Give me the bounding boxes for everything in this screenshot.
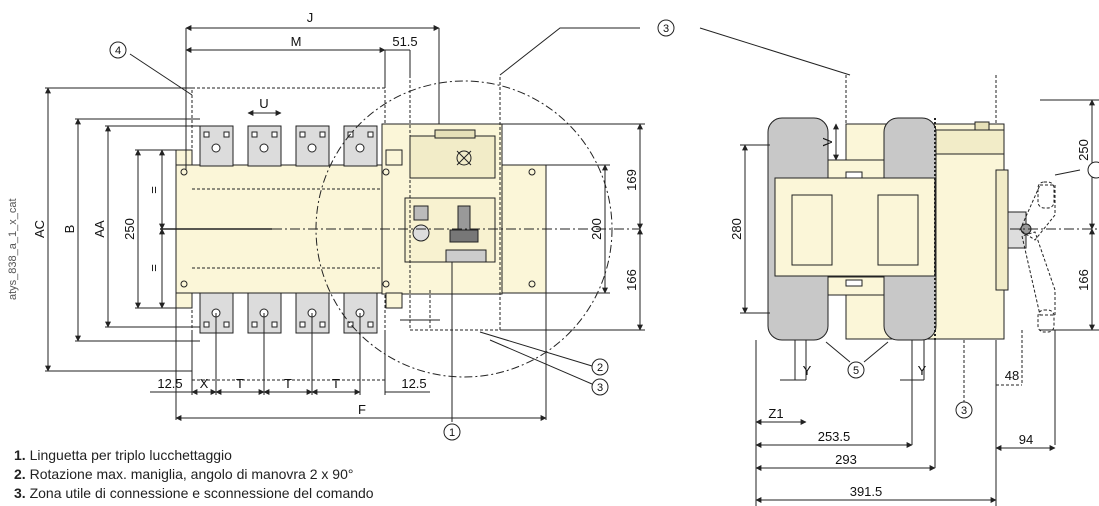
callout-4 bbox=[109, 41, 127, 59]
callout-2-label: 2 bbox=[597, 362, 603, 374]
callout-1-label: 1 bbox=[449, 427, 455, 439]
dim-250-front: 250 bbox=[122, 218, 137, 240]
dim-equal-top: = bbox=[146, 186, 161, 194]
dim-F: F bbox=[358, 402, 366, 417]
callout-3-front bbox=[591, 378, 609, 396]
front-housing-outline bbox=[191, 87, 386, 381]
callout-1 bbox=[443, 423, 461, 441]
dim-Y-left: Y bbox=[803, 363, 812, 378]
dim-253-5: 253.5 bbox=[818, 429, 851, 444]
dim-166-front: 166 bbox=[624, 269, 639, 291]
dim-B: B bbox=[62, 225, 77, 234]
callout-5 bbox=[847, 361, 865, 379]
dim-Y-right: Y bbox=[918, 363, 927, 378]
legend-item-1: 1. Linguetta per triplo lucchettaggio bbox=[14, 447, 232, 463]
dim-X: X bbox=[200, 376, 209, 391]
source-label: atys_838_a_1_x_cat bbox=[7, 198, 19, 300]
legend-item-3: 3. Zona utile di connessione e sconnessi… bbox=[14, 485, 374, 501]
dim-51-5: 51.5 bbox=[392, 34, 417, 49]
dim-94: 94 bbox=[1019, 432, 1033, 447]
dim-T-3: T bbox=[332, 376, 340, 391]
dim-12-5-right: 12.5 bbox=[401, 376, 426, 391]
dim-M: M bbox=[291, 34, 302, 49]
callout-5-label: 5 bbox=[853, 365, 859, 377]
dim-48: 48 bbox=[1005, 368, 1019, 383]
callout-3-side bbox=[955, 401, 973, 419]
dim-V: V bbox=[820, 137, 835, 146]
dim-293: 293 bbox=[835, 452, 857, 467]
dim-T-1: T bbox=[236, 376, 244, 391]
dim-AC: AC bbox=[32, 220, 47, 238]
callout-2 bbox=[591, 358, 609, 376]
dim-166-side: 166 bbox=[1076, 269, 1091, 291]
front-view bbox=[45, 25, 645, 422]
dim-J: J bbox=[307, 10, 314, 25]
callout-3-top bbox=[657, 19, 675, 37]
dim-250-side: 250 bbox=[1076, 139, 1091, 161]
callout-3-front-label: 3 bbox=[597, 382, 603, 394]
side-view bbox=[699, 27, 1099, 506]
dim-280: 280 bbox=[729, 218, 744, 240]
callout-4-label: 4 bbox=[115, 45, 121, 57]
dim-169: 169 bbox=[624, 169, 639, 191]
dim-AA: AA bbox=[92, 220, 107, 238]
dim-T-2: T bbox=[284, 376, 292, 391]
callout-3-top-label: 3 bbox=[663, 23, 669, 35]
dim-equal-bottom: = bbox=[146, 264, 161, 272]
callout-6 bbox=[1087, 161, 1099, 179]
legend: 1. Linguetta per triplo lucchettaggio 2.… bbox=[14, 446, 574, 503]
legend-item-2: 2. Rotazione max. maniglia, angolo di ma… bbox=[14, 466, 354, 482]
callout-3-side-label: 3 bbox=[961, 405, 967, 417]
dim-U: U bbox=[259, 96, 268, 111]
handle-rotation-circle bbox=[315, 80, 613, 378]
dim-12-5-left: 12.5 bbox=[157, 376, 182, 391]
dim-200: 200 bbox=[589, 218, 604, 240]
dim-Z1: Z1 bbox=[768, 406, 783, 421]
dim-391-5: 391.5 bbox=[850, 484, 883, 499]
